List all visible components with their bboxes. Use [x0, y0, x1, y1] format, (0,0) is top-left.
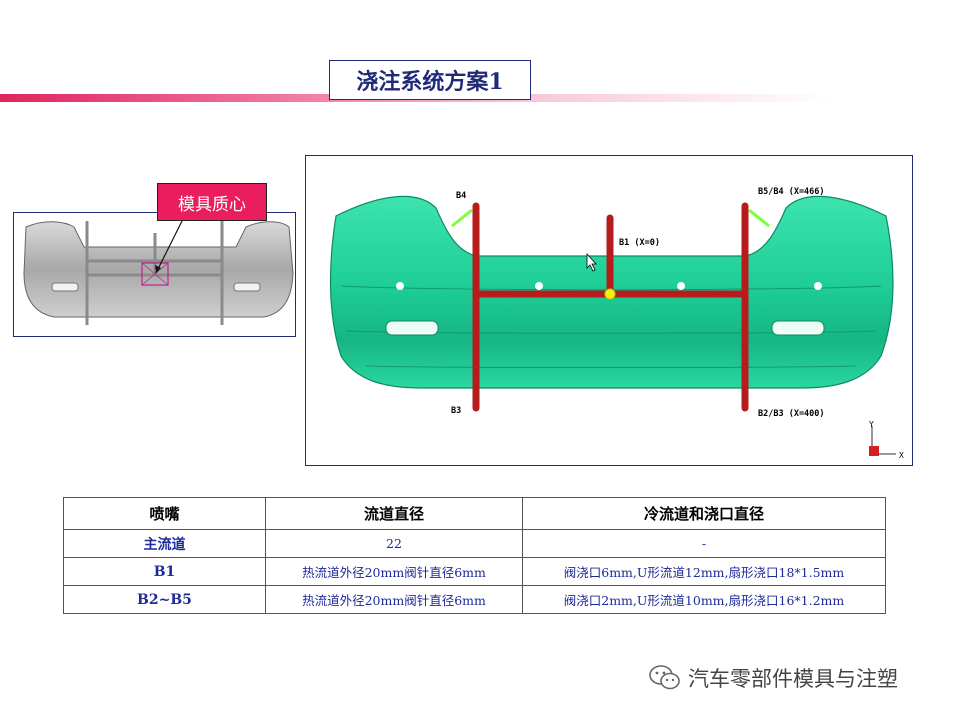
mouse-cursor-icon: [586, 252, 597, 272]
cell-runner-diameter: 热流道外径20mm阀针直径6mm: [265, 585, 523, 614]
coordinate-triad: X Y: [869, 420, 904, 460]
mold-centroid-callout: 模具质心: [157, 183, 267, 221]
cell-nozzle: B1: [63, 557, 266, 586]
axis-x-label: X: [899, 451, 904, 460]
cell-runner-diameter: 热流道外径20mm阀针直径6mm: [265, 557, 523, 586]
cell-nozzle: B2~B5: [63, 585, 266, 614]
slide-title: 浇注系统方案1: [329, 60, 531, 100]
cell-runner-diameter: 22: [265, 529, 523, 558]
overview-runner-frame: [85, 221, 224, 325]
left-lamp-gray: [51, 282, 79, 292]
right-gate-connector: [748, 208, 770, 228]
overview-bumper-illustration: [23, 212, 294, 325]
header-cold-runner-gate: 冷流道和浇口直径: [522, 497, 886, 530]
cell-cold-runner-gate: -: [522, 529, 886, 558]
label-b3: B3: [451, 406, 461, 416]
header-nozzle: 喷嘴: [63, 497, 266, 530]
mold-centroid-marker: [141, 262, 169, 286]
axis-y-label: Y: [869, 420, 874, 429]
table-header-row: 喷嘴 流道直径 冷流道和浇口直径: [63, 497, 886, 530]
label-b4: B4: [456, 191, 466, 201]
label-b2-b3: B2/B3 (X=400): [758, 409, 825, 419]
right-lamp-green: [771, 320, 825, 336]
bumper-gating-illustration: B4 B5/B4 (X=466) B1 (X=0) B3 B2/B3 (X=40…: [329, 187, 904, 460]
table-row: 主流道 22 -: [63, 529, 886, 558]
cell-cold-runner-gate: 阀浇口6mm,U形流道12mm,扇形浇口18*1.5mm: [522, 557, 886, 586]
cell-nozzle: 主流道: [63, 529, 266, 558]
wechat-icon: [649, 665, 680, 690]
right-lamp-gray: [233, 282, 261, 292]
left-lamp-green: [385, 320, 439, 336]
watermark: 汽车零部件模具与注塑: [648, 662, 898, 694]
label-b1: B1 (X=0): [619, 238, 660, 248]
left-gate-connector: [451, 208, 473, 228]
sensor-holes: [396, 282, 822, 290]
header-runner-diameter: 流道直径: [265, 497, 523, 530]
table-row: B1 热流道外径20mm阀针直径6mm 阀浇口6mm,U形流道12mm,扇形浇口…: [63, 557, 886, 586]
gating-system-image-panel: B4 B5/B4 (X=466) B1 (X=0) B3 B2/B3 (X=40…: [305, 155, 913, 466]
overview-image-panel: [13, 212, 296, 337]
nozzle-spec-table: 喷嘴 流道直径 冷流道和浇口直径 主流道 22 - B1 热流道外径20mm阀针…: [63, 497, 886, 614]
watermark-text: 汽车零部件模具与注塑: [688, 667, 898, 691]
main-sprue-point: [604, 288, 616, 300]
table-row: B2~B5 热流道外径20mm阀针直径6mm 阀浇口2mm,U形流道10mm,扇…: [63, 585, 886, 614]
label-b5-b4: B5/B4 (X=466): [758, 187, 825, 197]
cell-cold-runner-gate: 阀浇口2mm,U形流道10mm,扇形浇口16*1.2mm: [522, 585, 886, 614]
